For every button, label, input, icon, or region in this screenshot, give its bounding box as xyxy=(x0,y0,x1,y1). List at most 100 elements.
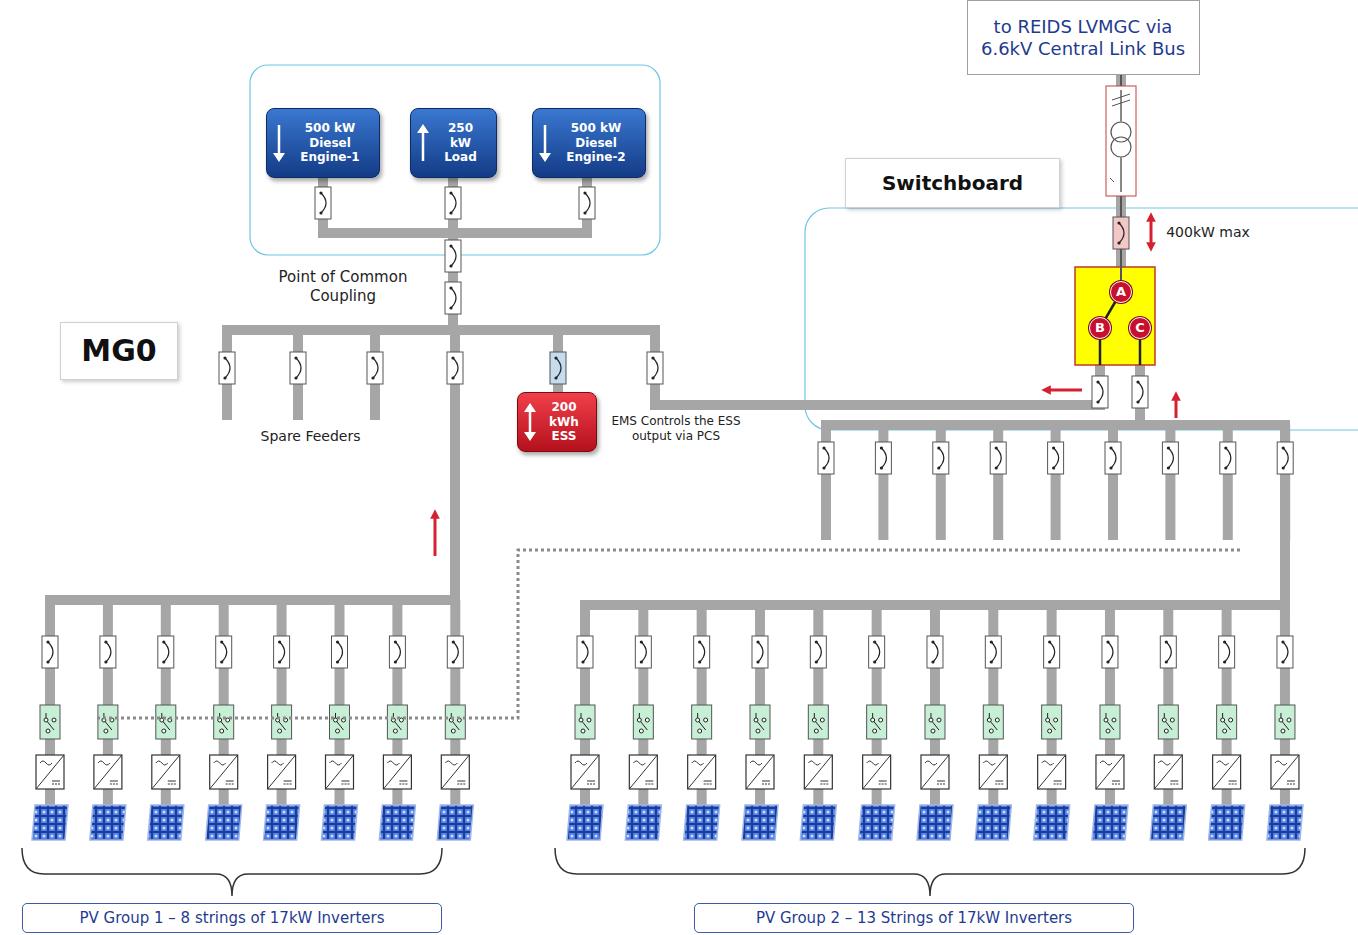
load-box: 250 kW Load xyxy=(410,108,497,178)
flow-arrow xyxy=(1046,389,1082,392)
circuit-breaker xyxy=(1160,636,1176,668)
circuit-breaker xyxy=(447,636,463,668)
inverter-symbol xyxy=(863,755,891,789)
circuit-breaker xyxy=(445,282,461,314)
inverter-symbol xyxy=(268,755,296,789)
transfer-switch xyxy=(1075,267,1155,365)
node-text: 250 kW Load xyxy=(441,121,481,164)
circuit-breaker xyxy=(1105,442,1121,474)
group-brace xyxy=(22,848,442,896)
circuit-breaker xyxy=(42,636,58,668)
string-switch xyxy=(156,705,176,739)
circuit-breaker xyxy=(810,636,826,668)
string-switch xyxy=(40,705,60,739)
inverter-symbol xyxy=(629,755,657,789)
circuit-breaker xyxy=(158,636,174,668)
circuit-breaker xyxy=(274,636,290,668)
pv-panel xyxy=(32,805,68,840)
section-title-box: Switchboard xyxy=(845,158,1060,208)
inverter-symbol xyxy=(804,755,832,789)
string-switch xyxy=(98,705,118,739)
pv-panel xyxy=(859,805,895,840)
circuit-breaker xyxy=(1277,636,1293,668)
circuit-breaker xyxy=(332,636,348,668)
node-text: 500 kW Diesel Engine-2 xyxy=(559,121,633,164)
flow-arrow xyxy=(1150,217,1153,247)
circuit-breaker xyxy=(219,352,235,384)
circuit-breaker xyxy=(447,352,463,384)
pv-panel xyxy=(264,805,300,840)
pv-panel xyxy=(1209,805,1245,840)
pv-panel xyxy=(379,805,415,840)
circuit-breaker xyxy=(445,187,461,219)
switchboard-area xyxy=(805,208,1358,430)
string-switch xyxy=(633,705,653,739)
pv-panel xyxy=(322,805,358,840)
circuit-breaker xyxy=(367,352,383,384)
inverter-symbol xyxy=(94,755,122,789)
string-switch xyxy=(692,705,712,739)
note-label: EMS Controls the ESS output via PCS xyxy=(606,414,746,444)
flow-arrow xyxy=(1175,396,1178,418)
circuit-breaker xyxy=(577,636,593,668)
inverter-symbol xyxy=(979,755,1007,789)
bus-wire xyxy=(222,325,660,335)
node-text: 200 kWh ESS xyxy=(544,400,584,443)
string-switch xyxy=(387,705,407,739)
inverter-symbol xyxy=(571,755,599,789)
string-switch xyxy=(445,705,465,739)
transformer-symbol xyxy=(1106,86,1136,196)
inverter-symbol xyxy=(1271,755,1299,789)
group-caption-box: PV Group 1 – 8 strings of 17kW Inverters xyxy=(22,903,442,933)
string-switch xyxy=(214,705,234,739)
limit-label: 400kW max xyxy=(1163,224,1253,242)
grid-link-box: to REIDS LVMGC via 6.6kV Central Link Bu… xyxy=(967,0,1200,75)
generator-area xyxy=(250,65,660,255)
inverter-symbol xyxy=(152,755,180,789)
node-text: PV Group 2 – 13 Strings of 17kW Inverter… xyxy=(756,909,1072,927)
string-switch xyxy=(867,705,887,739)
inverter-symbol xyxy=(383,755,411,789)
inverter-symbol xyxy=(1154,755,1182,789)
pv-panel xyxy=(1267,805,1303,840)
inverter-symbol xyxy=(921,755,949,789)
inverter-symbol xyxy=(210,755,238,789)
circuit-breaker xyxy=(818,442,834,474)
pv-panel xyxy=(90,805,126,840)
node-text: MG0 xyxy=(81,333,156,369)
pv-panel xyxy=(437,805,473,840)
group-brace xyxy=(555,848,1305,896)
string-switch xyxy=(272,705,292,739)
inverter-symbol xyxy=(1038,755,1066,789)
circuit-breaker xyxy=(550,352,566,384)
inverter-symbol xyxy=(1213,755,1241,789)
circuit-breaker xyxy=(1092,376,1108,408)
direction-arrow xyxy=(416,123,430,163)
switch-terminal: B xyxy=(1089,317,1111,339)
string-switch xyxy=(983,705,1003,739)
pv-panel xyxy=(917,805,953,840)
node-text: PV Group 1 – 8 strings of 17kW Inverters xyxy=(80,909,385,927)
circuit-breaker xyxy=(216,636,232,668)
node-text: Switchboard xyxy=(882,171,1023,195)
pv-panel xyxy=(975,805,1011,840)
string-switch xyxy=(925,705,945,739)
string-switch xyxy=(575,705,595,739)
pv-panel xyxy=(625,805,661,840)
circuit-breaker xyxy=(1277,442,1293,474)
circuit-breaker xyxy=(694,636,710,668)
circuit-breaker xyxy=(869,636,885,668)
circuit-breaker xyxy=(985,636,1001,668)
inverter-symbol xyxy=(36,755,64,789)
storage-box: 200 kWh ESS xyxy=(517,392,597,452)
circuit-breaker xyxy=(290,352,306,384)
circuit-breaker xyxy=(445,240,461,272)
string-switch xyxy=(1217,705,1237,739)
node-text: A xyxy=(1116,284,1126,300)
inverter-symbol xyxy=(746,755,774,789)
pv-panel xyxy=(206,805,242,840)
